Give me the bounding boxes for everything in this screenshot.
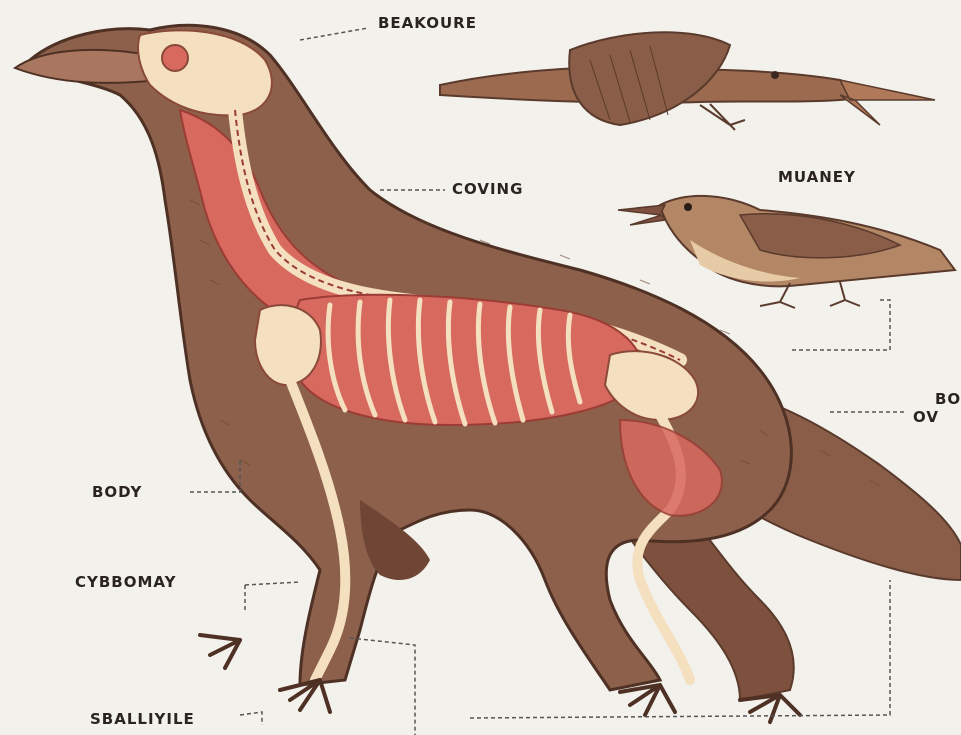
flying-bird-legs (700, 104, 745, 130)
label-tail-a: BO (935, 392, 961, 407)
scapula (255, 305, 321, 385)
small-bird-wing (740, 214, 900, 258)
label-body: BODY (92, 485, 142, 500)
leader-bottom-1 (350, 638, 415, 735)
label-bird: MUANEY (778, 170, 856, 185)
leader-foot (240, 712, 262, 725)
main-creature (15, 25, 961, 722)
label-foot: SBALLIYILE (90, 712, 195, 727)
small-bird (618, 196, 955, 308)
label-leg: CYBBOMAY (75, 575, 176, 590)
label-tail-b: OV (913, 410, 939, 425)
small-bird-eye (684, 203, 692, 211)
leader-top (300, 28, 368, 40)
flying-bird-eye (771, 71, 779, 79)
leader-bird (790, 300, 890, 350)
feet (200, 635, 800, 722)
label-top: BEAKOURE (378, 16, 477, 31)
small-bird-beak (618, 205, 665, 225)
flying-bird-beak (840, 80, 935, 125)
eye (162, 45, 188, 71)
leader-leg (245, 582, 300, 610)
label-neck: COVING (452, 182, 523, 197)
flying-bird (440, 32, 935, 130)
